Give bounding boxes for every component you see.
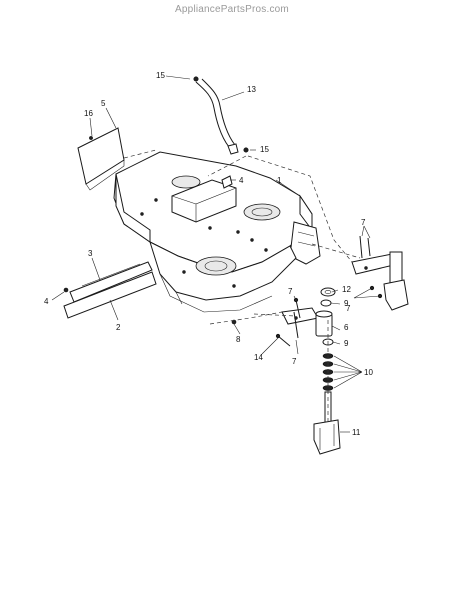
label-3: 3 (88, 249, 93, 258)
label-6: 6 (344, 323, 349, 332)
label-11: 11 (352, 428, 361, 437)
label-7-right-bottom: 7 (346, 304, 351, 313)
plate-part-5 (77, 127, 125, 191)
label-4-left: 4 (44, 297, 49, 306)
bushing-part-12 (320, 287, 336, 297)
label-10: 10 (364, 368, 373, 377)
label-7-right-top: 7 (361, 218, 366, 227)
label-2: 2 (116, 323, 121, 332)
watermark: AppliancePartsPros.com (175, 4, 289, 15)
label-15-right: 15 (260, 145, 269, 154)
part-labels: 15 13 15 5 16 4 1 7 7 3 4 2 12 9 6 9 7 7… (44, 71, 373, 437)
label-12: 12 (342, 285, 351, 294)
caster-assembly-right (351, 251, 409, 311)
baffle-part-2 (63, 261, 157, 319)
rod-part-13 (193, 76, 249, 155)
label-14: 14 (254, 353, 263, 362)
label-16: 16 (84, 109, 93, 118)
clip-part-4-upper (221, 175, 233, 189)
alignment-lines (123, 149, 361, 424)
label-9-upper: 9 (344, 299, 349, 308)
label-15-top: 15 (156, 71, 165, 80)
bolt-hardware (231, 235, 371, 347)
label-8: 8 (236, 335, 241, 344)
label-4-upper: 4 (239, 176, 244, 185)
caster-arm-part-6 (281, 307, 333, 337)
label-7-center-top: 7 (288, 287, 293, 296)
label-13: 13 (247, 85, 256, 94)
label-9-lower: 9 (344, 339, 349, 348)
leader-lines (51, 75, 381, 433)
caster-fork-part-11 (313, 391, 341, 455)
deck-housing-part-1 (113, 151, 321, 313)
label-5: 5 (101, 99, 106, 108)
label-1: 1 (277, 176, 282, 185)
label-7-center-bottom: 7 (292, 357, 297, 366)
